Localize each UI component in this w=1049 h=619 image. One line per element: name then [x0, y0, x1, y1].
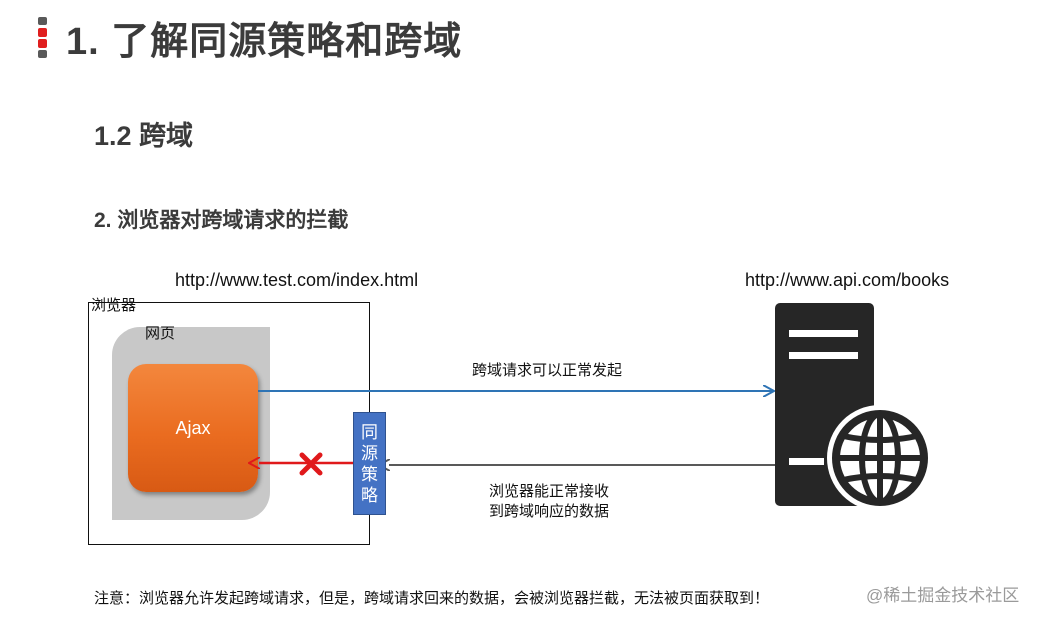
ajax-block: Ajax: [128, 364, 258, 492]
watermark: @稀土掘金技术社区: [866, 586, 1020, 605]
webpage-label: 网页: [145, 325, 176, 342]
response-label-line2: 到跨域响应的数据: [489, 503, 610, 520]
marker-block-top: [38, 17, 47, 25]
policy-char-1: 同: [361, 423, 378, 442]
note-text: 注意：浏览器允许发起跨域请求，但是，跨域请求回来的数据，会被浏览器拦截，无法被页…: [94, 590, 770, 607]
marker-block-mid-1: [38, 28, 47, 37]
server-url: http://www.api.com/books: [745, 270, 950, 290]
section-title: 1.2 跨域: [94, 121, 194, 151]
policy-char-3: 策: [361, 465, 378, 484]
page-title: 1. 了解同源策略和跨域: [66, 21, 463, 63]
client-url: http://www.test.com/index.html: [175, 270, 419, 290]
ajax-label: Ajax: [175, 417, 211, 438]
subsection-title: 2. 浏览器对跨域请求的拦截: [94, 209, 349, 232]
policy-char-2: 源: [361, 444, 378, 463]
response-label-line1: 浏览器能正常接收: [489, 483, 610, 500]
title-marker: [38, 17, 47, 59]
globe-icon: [827, 405, 933, 511]
browser-label: 浏览器: [91, 297, 137, 314]
same-origin-policy-block: 同 源 策 略: [353, 412, 386, 515]
policy-char-4: 略: [361, 486, 378, 505]
marker-block-mid-2: [38, 39, 47, 48]
request-label: 跨域请求可以正常发起: [472, 362, 623, 379]
marker-block-bottom: [38, 50, 47, 58]
red-x-icon: [299, 452, 323, 476]
